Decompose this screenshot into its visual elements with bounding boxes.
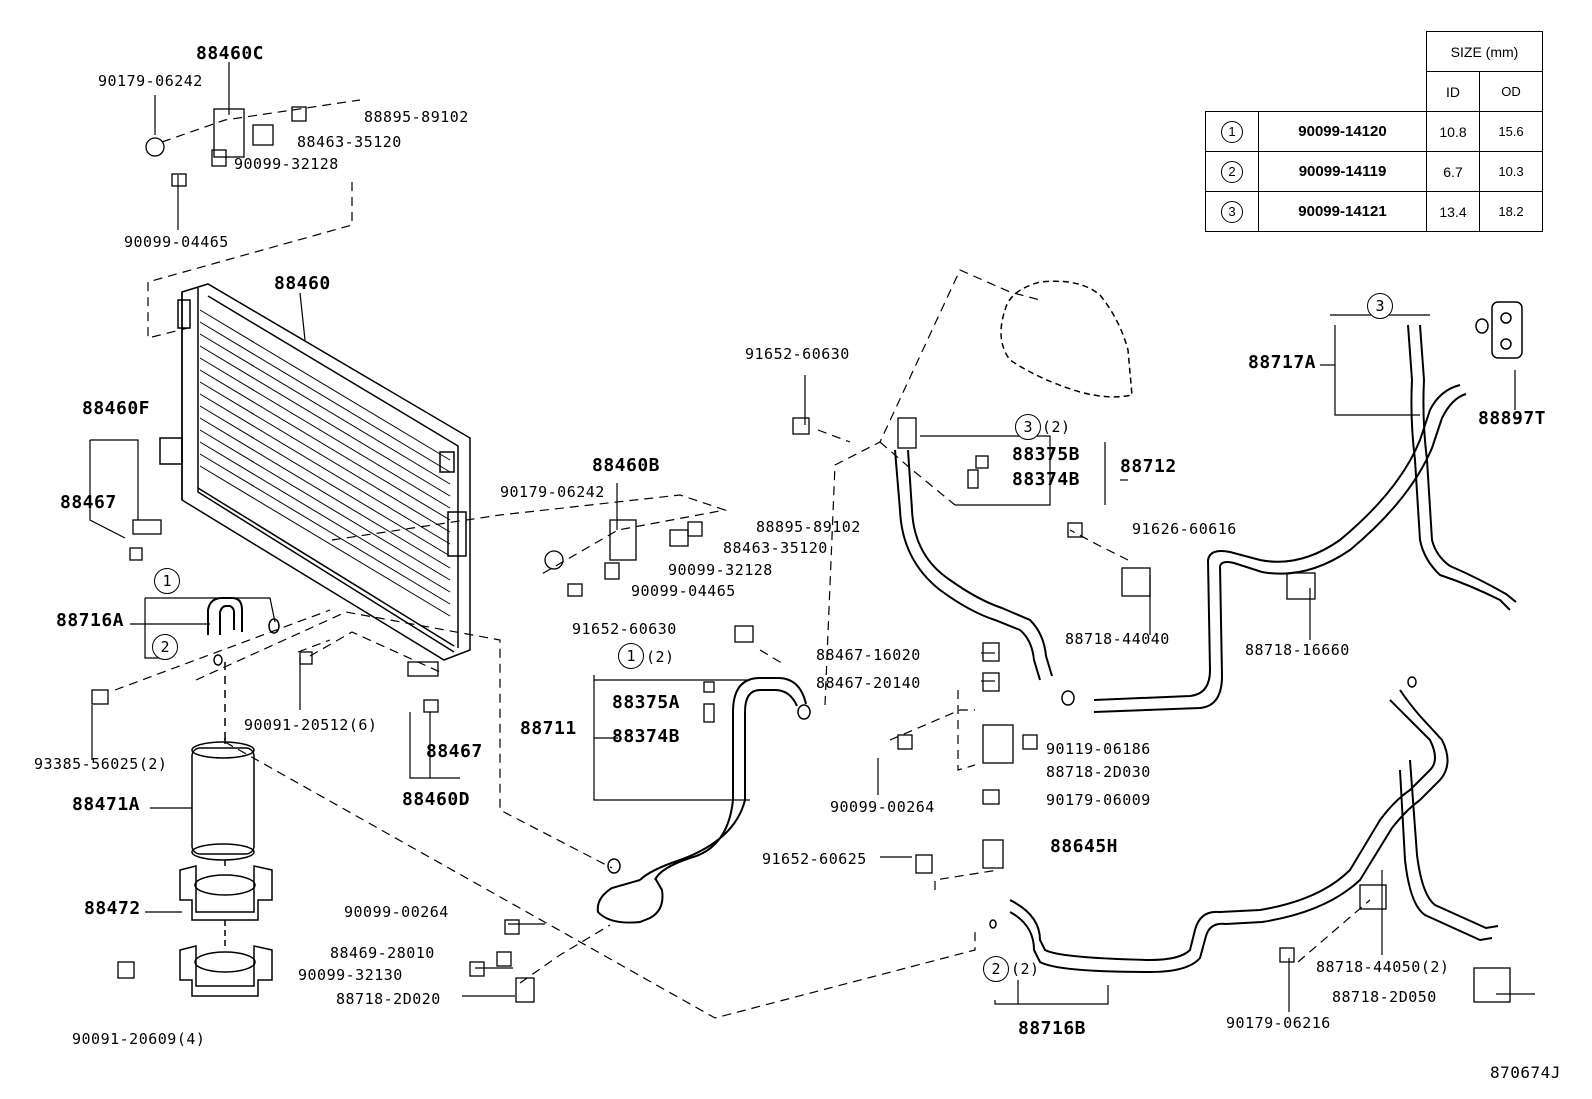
label-91652-60630: 91652-60630 — [572, 620, 677, 638]
label-90099-04465: 90099-04465 — [124, 233, 229, 251]
label-90119-06186: 90119-06186 — [1046, 740, 1151, 758]
table-row: 2 90099-14119 6.7 10.3 — [1205, 151, 1543, 192]
label-88718-44050: 88718-44050(2) — [1316, 958, 1450, 976]
label-91626-60616: 91626-60616 — [1132, 520, 1237, 538]
seal-plate-88897t — [1491, 301, 1523, 359]
label-88711: 88711 — [520, 718, 577, 739]
label-88645h: 88645H — [1050, 836, 1119, 857]
label-88375b: 88375B — [1012, 444, 1081, 465]
label-90099-04465: 90099-04465 — [631, 582, 736, 600]
label-88469-28010: 88469-28010 — [330, 944, 435, 962]
inner-diameter: 10.8 — [1426, 111, 1480, 152]
label-88467-20140: 88467-20140 — [816, 674, 921, 692]
mark-1-callout: 1 — [154, 568, 180, 594]
size-table-header: SIZE (mm) — [1426, 31, 1543, 72]
label-88467: 88467 — [60, 492, 117, 513]
inner-diameter: 6.7 — [1426, 151, 1480, 192]
condenser-drawing — [159, 283, 471, 661]
label-88460f: 88460F — [82, 398, 151, 419]
label-88718-2d050: 88718-2D050 — [1332, 988, 1437, 1006]
mark-2-callout: 2 — [152, 634, 178, 660]
label-88472: 88472 — [84, 898, 141, 919]
label-90099-00264: 90099-00264 — [344, 903, 449, 921]
pipe-88716b — [1009, 689, 1499, 974]
mark-badge: 3 — [1221, 200, 1243, 223]
table-row: 3 90099-14121 13.4 18.2 — [1205, 191, 1543, 232]
compressor-outline — [1000, 280, 1133, 398]
quantity-label: (2) — [646, 648, 675, 666]
label-88467-16020: 88467-16020 — [816, 646, 921, 664]
label-90179-06216: 90179-06216 — [1226, 1014, 1331, 1032]
label-88712: 88712 — [1120, 456, 1177, 477]
part-number: 90099-14119 — [1258, 151, 1427, 192]
hose-88712 — [894, 449, 1053, 681]
label-88374b: 88374B — [612, 726, 681, 747]
label-90179-06242: 90179-06242 — [98, 72, 203, 90]
part-number: 90099-14120 — [1258, 111, 1427, 152]
outer-diameter: 15.6 — [1479, 111, 1543, 152]
label-93385-56025: 93385-56025(2) — [34, 755, 168, 773]
col-od-header: OD — [1479, 71, 1543, 112]
label-88374b: 88374B — [1012, 469, 1081, 490]
mark-1-callout: 1 — [618, 643, 644, 669]
mark-3-callout: 3 — [1015, 414, 1041, 440]
pipe-88716a — [207, 597, 243, 635]
label-90099-32128: 90099-32128 — [234, 155, 339, 173]
label-88463-35120: 88463-35120 — [723, 539, 828, 557]
label-88716a: 88716A — [56, 610, 125, 631]
inner-diameter: 13.4 — [1426, 191, 1480, 232]
label-88718-44040: 88718-44040 — [1065, 630, 1170, 648]
mark-badge: 1 — [1221, 120, 1243, 143]
mark-3-callout: 3 — [1367, 293, 1393, 319]
label-90179-06242: 90179-06242 — [500, 483, 605, 501]
label-88460c: 88460C — [196, 43, 265, 64]
label-88895-89102: 88895-89102 — [364, 108, 469, 126]
receiver-drawing — [179, 662, 273, 997]
label-91652-60630: 91652-60630 — [745, 345, 850, 363]
label-88471a: 88471A — [72, 794, 141, 815]
table-row: 1 90099-14120 10.8 15.6 — [1205, 111, 1543, 152]
label-88897t: 88897T — [1478, 408, 1547, 429]
label-88718-2d030: 88718-2D030 — [1046, 763, 1151, 781]
label-88460d: 88460D — [402, 789, 471, 810]
label-90179-06009: 90179-06009 — [1046, 791, 1151, 809]
quantity-label: (2) — [1011, 960, 1040, 978]
label-88467: 88467 — [426, 741, 483, 762]
label-88718-2d020: 88718-2D020 — [336, 990, 441, 1008]
pipe-88717a — [1093, 324, 1517, 713]
diagram-id: 870674J — [1490, 1063, 1561, 1082]
dashed-lines — [114, 99, 1371, 1019]
leader-lines — [89, 62, 1535, 1012]
label-88375a: 88375A — [612, 692, 681, 713]
size-table: SIZE (mm) ID OD 1 90099-14120 10.8 15.6 … — [1205, 31, 1543, 232]
label-90099-00264: 90099-00264 — [830, 798, 935, 816]
mark-badge: 2 — [1221, 160, 1243, 183]
label-88718-16660: 88718-16660 — [1245, 641, 1350, 659]
label-90091-20512: 90091-20512(6) — [244, 716, 378, 734]
outer-diameter: 18.2 — [1479, 191, 1543, 232]
label-88460b: 88460B — [592, 455, 661, 476]
mark-2-callout: 2 — [983, 956, 1009, 982]
label-88717a: 88717A — [1248, 352, 1317, 373]
quantity-label: (2) — [1042, 418, 1071, 436]
label-90099-32128: 90099-32128 — [668, 561, 773, 579]
label-91652-60625: 91652-60625 — [762, 850, 867, 868]
label-88460: 88460 — [274, 273, 331, 294]
outer-diameter: 10.3 — [1479, 151, 1543, 192]
label-90099-32130: 90099-32130 — [298, 966, 403, 984]
col-id-header: ID — [1426, 71, 1480, 112]
label-88895-89102: 88895-89102 — [756, 518, 861, 536]
part-number: 90099-14121 — [1258, 191, 1427, 232]
label-90091-20609: 90091-20609(4) — [72, 1030, 206, 1048]
label-88716b: 88716B — [1018, 1018, 1087, 1039]
label-88463-35120: 88463-35120 — [297, 133, 402, 151]
hardware — [91, 106, 1511, 1003]
